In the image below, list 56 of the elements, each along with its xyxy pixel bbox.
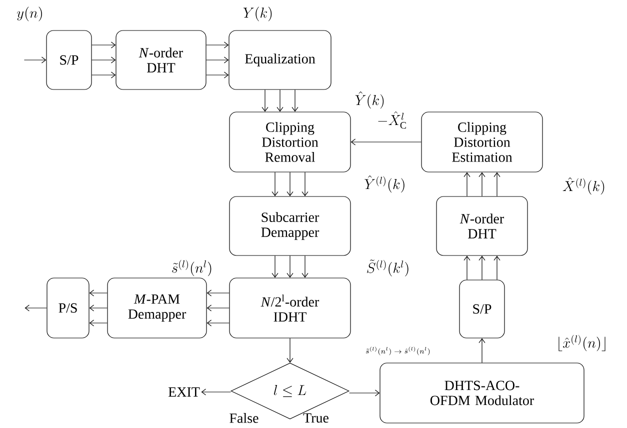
arrow [302, 172, 308, 196]
arrow [89, 320, 108, 326]
arrow [206, 42, 229, 48]
arrow [92, 56, 116, 64]
process-box: Equalization [228, 30, 332, 90]
signal-label: $\tilde{s}^{(l)}(n^{l})$ [172, 260, 212, 276]
signal-label: $\tilde{S}^{(l)}(k^{l})$ [367, 260, 408, 276]
arrow [262, 90, 268, 112]
arrow [206, 320, 230, 326]
arrow [24, 304, 47, 312]
arrow [92, 72, 116, 78]
process-box: Clipping Distortion Removal [229, 112, 351, 172]
arrow [286, 338, 294, 363]
arrow [206, 56, 229, 64]
arrow [349, 390, 380, 396]
arrow [464, 172, 470, 196]
arrow [276, 90, 284, 112]
signal-label: $y(n)$ [17, 6, 42, 22]
process-box: P/S [46, 278, 90, 338]
arrow [89, 304, 108, 312]
signal-label: $\tilde{s}^{(l)}(n^{l}) \rightarrow \hat{s}^{(l)}(n^{l})$ [366, 346, 430, 356]
arrow [286, 256, 294, 278]
arrow [272, 172, 278, 196]
process-box: N/2$^{l}$-order IDHT [229, 278, 351, 338]
arrow [478, 338, 486, 363]
arrow [350, 138, 422, 146]
arrow [292, 90, 298, 112]
signal-label: $\lfloor \hat{x}^{(l)}(n) \rfloor$ [558, 334, 606, 352]
process-box: Clipping Distortion Estimation [421, 112, 543, 172]
process-box: DHTS-ACO-OFDM Modulator [380, 362, 584, 424]
process-box: S/P [46, 30, 92, 90]
arrow [272, 256, 278, 278]
arrow [92, 42, 116, 48]
arrow [206, 72, 229, 78]
arrow [494, 172, 500, 196]
arrow [201, 388, 231, 396]
process-box: S/P [459, 280, 505, 338]
terminal-text: EXIT [168, 387, 200, 397]
signal-label: $\hat{X}^{(l)}(k)$ [562, 177, 604, 195]
arrow [494, 256, 500, 280]
arrow [89, 290, 108, 296]
signal-label: $\hat{Y}(k)$ [355, 91, 384, 109]
signal-label: $\hat{Y}^{(l)}(k)$ [364, 175, 404, 193]
process-box: M-PAM Demapper [107, 278, 207, 338]
arrow [286, 172, 294, 196]
arrow [206, 290, 230, 296]
process-box: N-order DHT [116, 30, 206, 90]
arrow [24, 56, 46, 64]
arrow [464, 256, 470, 280]
process-box: Subcarrier Demapper [229, 196, 351, 256]
arrow [478, 256, 486, 280]
process-box: N-order DHT [436, 196, 528, 256]
arrow [302, 256, 308, 278]
arrow [478, 172, 486, 196]
signal-label: $-\hat{X}_{\mathrm{C}}^{l}$ [378, 111, 406, 129]
arrow [206, 304, 230, 312]
